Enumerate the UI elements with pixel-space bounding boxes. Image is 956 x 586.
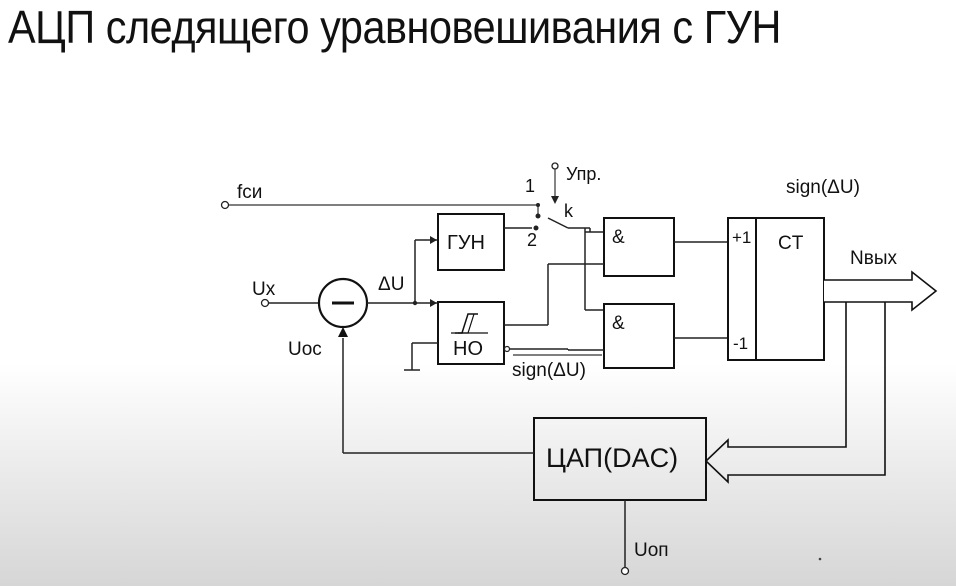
label-uos: Uос	[288, 339, 322, 360]
label-gun: ГУН	[447, 232, 485, 254]
label-sign-bottom: sign(ΔU)	[512, 360, 586, 381]
uop-input-line	[620, 500, 630, 576]
ux-input-line	[260, 298, 318, 308]
vco-output-wire	[504, 225, 539, 231]
label-n-out: Nвых	[850, 248, 897, 269]
label-dac: ЦАП(DAC)	[546, 443, 678, 473]
dac-feedback-wire	[342, 338, 534, 454]
label-no: НО	[453, 338, 483, 360]
control-line	[551, 162, 559, 204]
and-gate-1	[603, 217, 675, 277]
label-pos1: 1	[525, 176, 535, 196]
null-organ-block	[437, 301, 505, 365]
dac-block	[533, 417, 707, 501]
label-and-2: &	[612, 313, 625, 334]
delta-u-wires	[367, 236, 437, 307]
label-and-1: &	[612, 227, 625, 248]
feedback-bus	[704, 302, 886, 484]
label-minus1: -1	[733, 334, 748, 353]
label-pos2: 2	[527, 230, 537, 250]
clock-to-and-wires	[584, 228, 604, 311]
label-ct: CT	[778, 233, 804, 254]
label-plus1: +1	[732, 228, 751, 247]
vco-block	[437, 213, 505, 271]
label-fsi: fси	[237, 182, 262, 203]
and-gate-2	[603, 303, 675, 369]
label-sign-top: sign(ΔU)	[786, 177, 860, 198]
fsi-input-line	[220, 200, 540, 215]
slide-title: АЦП следящего уравновешивания с ГУН	[8, 1, 781, 53]
switch-k	[535, 213, 591, 232]
label-delta-u: ΔU	[378, 274, 404, 295]
label-upr: Упр.	[566, 164, 601, 184]
ground-symbol	[404, 342, 438, 371]
sign-wires	[503, 263, 604, 356]
and-to-counter-wires	[674, 241, 728, 339]
label-ux: Ux	[252, 279, 276, 300]
summing-node	[317, 277, 369, 337]
n-out-bus	[824, 270, 938, 312]
label-uop: Uоп	[634, 540, 669, 561]
label-k: k	[564, 201, 574, 221]
